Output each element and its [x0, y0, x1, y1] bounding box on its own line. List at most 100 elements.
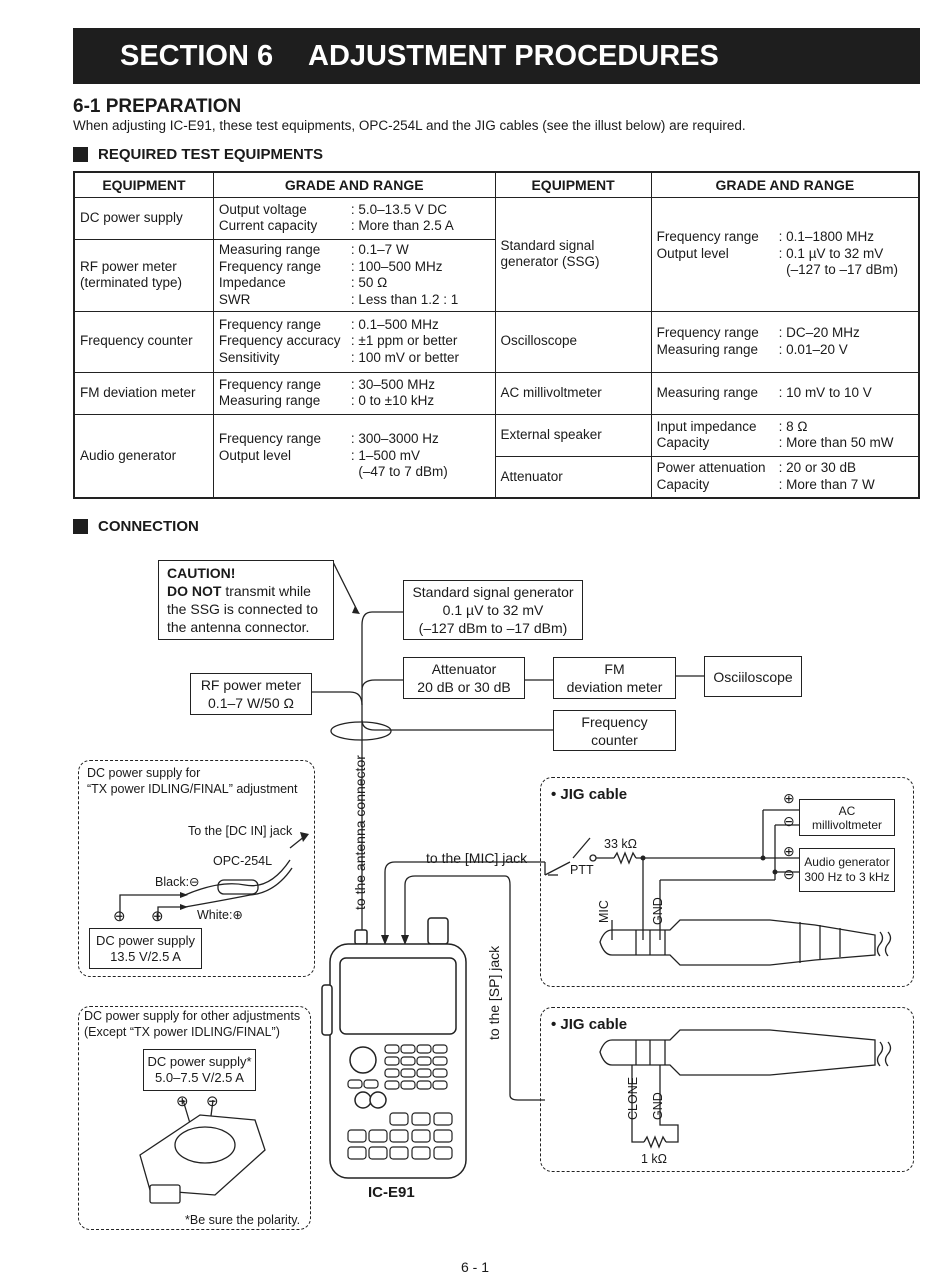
- spec-grid: Measuring range: 10 mV to 10 V: [657, 385, 913, 402]
- dc-in-label: To the [DC IN] jack: [188, 824, 293, 838]
- resistor-33k-label: 33 kΩ: [604, 837, 637, 851]
- section-title: ADJUSTMENT PROCEDURES: [308, 39, 719, 72]
- spec-label: Capacity: [656, 435, 710, 450]
- caution-do-not: DO NOT: [167, 583, 222, 599]
- white-label: White:⊕: [197, 908, 243, 922]
- dc2-title-1: DC power supply for other adjustments: [84, 1009, 301, 1023]
- gnd2-label: GND: [651, 1092, 665, 1120]
- col-equipment: EQUIPMENT: [494, 171, 652, 198]
- dc1-plus-wire: [157, 906, 185, 920]
- equipment-name: FM deviation meter: [73, 371, 214, 415]
- mic-jack-wire: [384, 861, 545, 935]
- ssg-line-1: Standard signal generator: [412, 584, 574, 600]
- spec-value: : 0.1 µV to 32 mV: [778, 245, 884, 261]
- spec-label: Sensitivity: [218, 349, 280, 365]
- antenna-line: [361, 611, 373, 935]
- ptt-label: PTT: [570, 863, 594, 877]
- radio-bottom-sketch: [139, 1114, 266, 1204]
- jig-cable-panel-2: [540, 1007, 914, 1172]
- caution-line-1: DO NOT transmit while: [167, 582, 311, 600]
- clone-label: CLONE: [626, 1076, 640, 1120]
- ssg-line-2: 0.1 µV to 32 mV: [442, 602, 544, 618]
- table-row: Audio generator Frequency range: 300–300…: [73, 413, 920, 499]
- equipment-name: Standard signal generator (SSG): [494, 196, 652, 312]
- spec-label: Impedance: [218, 275, 286, 290]
- fm-line-1: FM: [604, 661, 625, 677]
- spec-label: Frequency range: [656, 229, 759, 245]
- plus-icon: ⊕: [176, 1093, 189, 1110]
- col-equipment: EQUIPMENT: [73, 171, 214, 198]
- spec-value: : More than 7 W: [778, 476, 875, 492]
- spec-value: : 20 or 30 dB: [778, 460, 856, 476]
- osc-label: Osciiloscope: [713, 668, 793, 685]
- rf-line-1: RF power meter: [200, 677, 302, 693]
- spec-label: Frequency range: [218, 376, 321, 392]
- freq-line-1: Frequency: [581, 713, 648, 730]
- spec-value: : 300–3000 Hz: [350, 431, 439, 446]
- white-arrowhead: [180, 904, 188, 910]
- equipment-name: Frequency counter: [73, 310, 214, 373]
- spec-value: : Less than 1.2 : 1: [350, 291, 459, 307]
- radio-antenna-stub: [354, 929, 368, 945]
- radio-dial: [349, 1046, 377, 1074]
- minus-icon: ⊖: [783, 866, 795, 882]
- audio-line-1: Audio generator: [804, 855, 890, 869]
- dc1-title-1: DC power supply for: [87, 766, 201, 780]
- section-header: SECTION 6 ADJUSTMENT PROCEDURES: [73, 28, 920, 84]
- antenna-connector-label: to the antenna connector: [352, 755, 368, 910]
- dc-in-arrowhead: [300, 832, 309, 842]
- audio-generator-box: Audio generator 300 Hz to 3 kHz: [799, 848, 895, 892]
- rf-meter-box: RF power meter 0.1–7 W/50 Ω: [190, 673, 312, 715]
- spec-value: : 100 mV or better: [350, 349, 459, 365]
- equipment-name: RF power meter (terminated type): [73, 238, 214, 312]
- spec-label: Measuring range: [218, 242, 321, 257]
- spec-value: (–47 to 7 dBm): [350, 464, 448, 479]
- caution-pointer-line: [332, 561, 359, 613]
- preparation-intro: When adjusting IC-E91, these test equipm…: [73, 118, 746, 133]
- caution-line-2: the SSG is connected to: [167, 601, 318, 617]
- polarity-note: *Be sure the polarity.: [185, 1213, 301, 1227]
- required-equipment-title: REQUIRED TEST EQUIPMENTS: [98, 146, 324, 163]
- caution-box: CAUTION! DO NOT transmit while the SSG i…: [158, 560, 334, 640]
- fm-line-2: deviation meter: [566, 679, 663, 695]
- spec-label: Capacity: [656, 476, 710, 492]
- ssg-box: Standard signal generator 0.1 µV to 32 m…: [403, 580, 583, 640]
- dc1-minus-wire: [119, 894, 185, 920]
- spec-label: Output level: [656, 245, 729, 261]
- radio-button: [369, 1091, 387, 1109]
- caution-title: CAUTION!: [167, 565, 236, 581]
- spec-label: Frequency range: [218, 316, 321, 332]
- audio-line-2: 300 Hz to 3 kHz: [804, 870, 890, 884]
- sp-jack-wire: [404, 875, 545, 1101]
- section-number: SECTION 6: [120, 39, 274, 72]
- spec-label: Power attenuation: [656, 460, 766, 476]
- rf-meter-curve: [349, 691, 363, 706]
- spec-label: Current capacity: [218, 218, 318, 233]
- radio-knob: [427, 917, 449, 945]
- required-equipment-heading: REQUIRED TEST EQUIPMENTS: [73, 146, 323, 163]
- table-header-row: EQUIPMENT GRADE AND RANGE EQUIPMENT GRAD…: [73, 171, 920, 198]
- spec-label: Output level: [218, 447, 291, 463]
- table-row: DC power supply Output voltage: 5.0–13.5…: [73, 196, 920, 312]
- minus-icon: ⊖: [206, 1093, 219, 1110]
- plus-icon: ⊕: [151, 908, 164, 925]
- radio-button: [354, 1091, 372, 1109]
- dc2-line-2: 5.0–7.5 V/2.5 A: [155, 1070, 244, 1085]
- equipment-spec: Measuring range: 10 mV to 10 V: [650, 371, 920, 415]
- dc2-title-2: (Except “TX power IDLING/FINAL”): [84, 1025, 280, 1039]
- caution-line-3: the antenna connector.: [167, 619, 310, 635]
- opc-label: OPC-254L: [213, 854, 273, 868]
- radio-side-button: [321, 984, 333, 1036]
- spec-label: Measuring range: [656, 384, 758, 400]
